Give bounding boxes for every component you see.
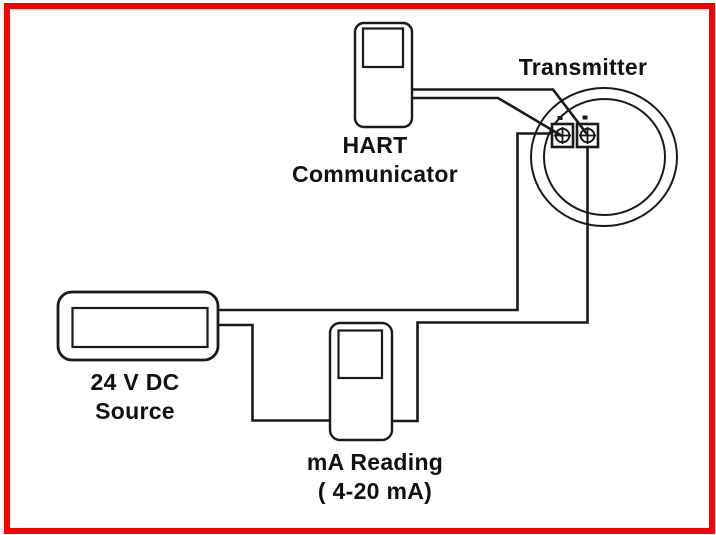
hart-label-line2: Communicator: [292, 161, 458, 187]
transmitter-label: Transmitter: [498, 53, 668, 82]
wire-source-to-meter: [218, 323, 330, 422]
polarity-mark-icon: [557, 116, 563, 120]
loop-wires: [218, 88, 590, 423]
transmitter-symbol: [530, 87, 678, 227]
hart-communicator-label: HART Communicator: [280, 131, 470, 189]
wire-right-terminal-to-meter: [392, 147, 589, 423]
transmitter-inner-circle: [543, 98, 666, 216]
hart-label-line1: HART: [342, 132, 408, 158]
transmitter-label-text: Transmitter: [518, 54, 648, 80]
wire-source-to-left-terminal: [218, 132, 552, 312]
hart-communicator-screen: [361, 27, 405, 69]
dc-source-symbol: [56, 290, 220, 362]
hart-communicator-symbol: [353, 21, 414, 129]
polarity-mark-icon: [582, 115, 588, 120]
dc-source-label: 24 V DC Source: [50, 368, 220, 426]
dc-source-label-line2: Source: [95, 398, 175, 424]
ma-meter-label-line2: ( 4-20 mA): [317, 478, 433, 504]
ma-meter-screen: [337, 329, 384, 380]
terminal-screws: [554, 115, 596, 144]
wire-hart-to-right-terminal: [412, 88, 590, 137]
ma-meter-label-line1: mA Reading: [306, 449, 444, 475]
dc-source-window: [71, 306, 209, 349]
dc-source-label-line1: 24 V DC: [90, 369, 180, 395]
wire-hart-to-left-terminal: [412, 96, 564, 138]
transmitter-outer-circle: [530, 87, 678, 227]
ma-meter-symbol: [328, 321, 394, 442]
ma-meter-label: mA Reading ( 4-20 mA): [285, 448, 465, 506]
